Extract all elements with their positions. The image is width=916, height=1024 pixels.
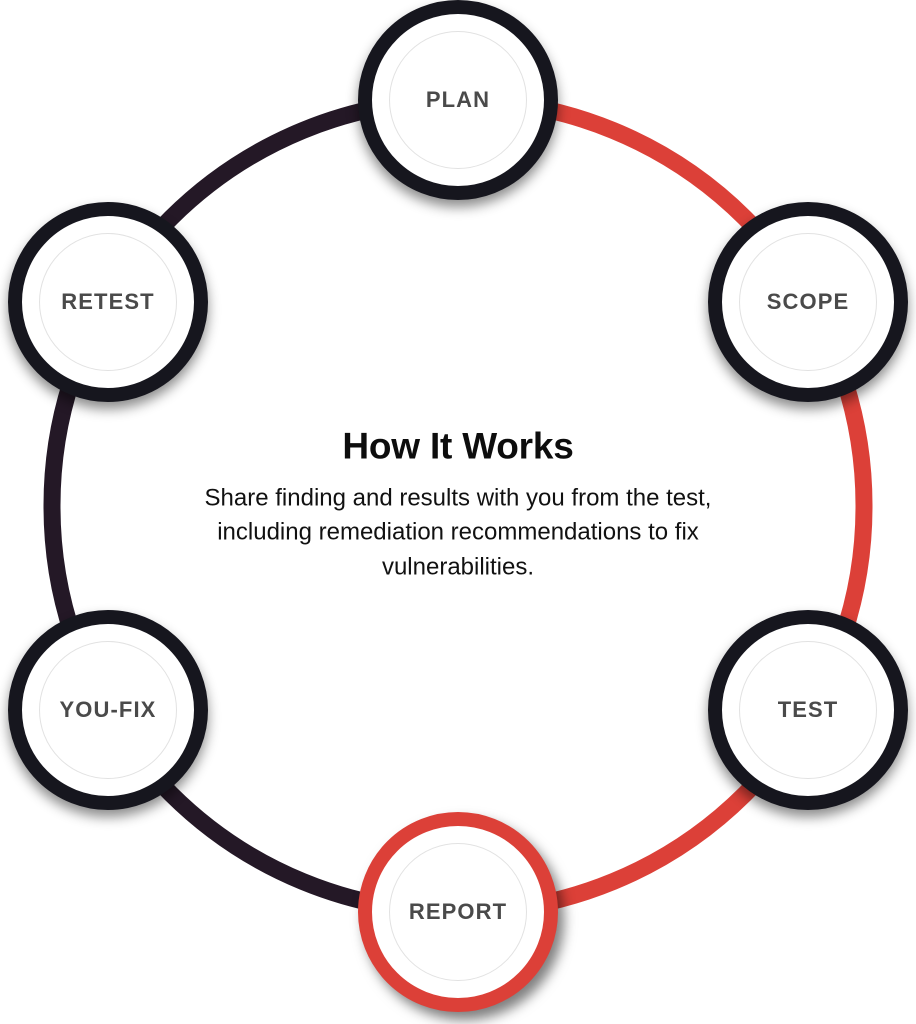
cycle-node-scope[interactable]: SCOPE (708, 202, 908, 402)
cycle-node-label-you-fix: YOU-FIX (59, 697, 157, 722)
cycle-node-plan[interactable]: PLAN (358, 0, 558, 200)
cycle-node-label-report: REPORT (408, 899, 508, 924)
cycle-node-label-retest: RETEST (61, 289, 155, 314)
arc-completed-segment (457, 91, 873, 921)
cycle-node-report[interactable]: REPORT (358, 812, 558, 1012)
cycle-node-label-plan: PLAN (425, 87, 491, 112)
cycle-node-retest[interactable]: RETEST (8, 202, 208, 402)
cycle-node-label-test: TEST (777, 697, 839, 722)
cycle-node-you-fix[interactable]: YOU-FIX (8, 610, 208, 810)
cycle-node-test[interactable]: TEST (708, 610, 908, 810)
arc-pending-segment (43, 91, 459, 921)
cycle-node-label-scope: SCOPE (766, 289, 850, 314)
